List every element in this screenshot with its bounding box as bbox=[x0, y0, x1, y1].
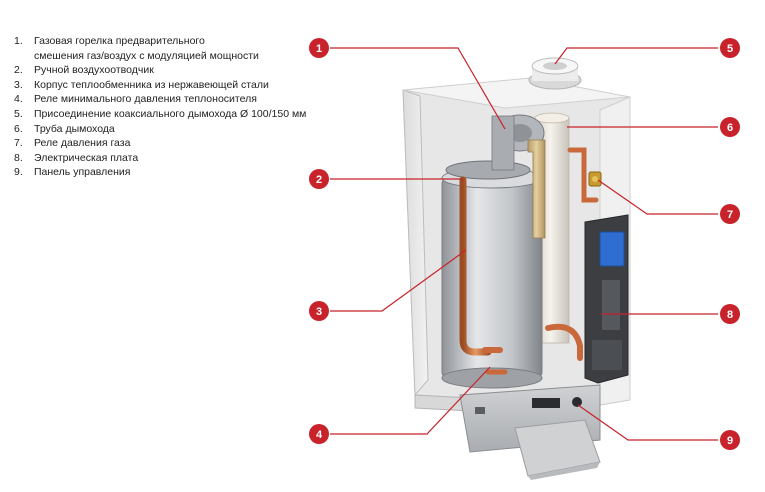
leader-line-4 bbox=[330, 366, 491, 435]
leader-line-5 bbox=[554, 47, 718, 65]
leader-lines bbox=[330, 47, 718, 441]
component-legend: 1. Газовая горелка предварительного смеш… bbox=[14, 34, 344, 180]
callout-7: 7 bbox=[720, 204, 740, 224]
legend-item-heat-exchanger: 3. Корпус теплообменника из нержавеющей … bbox=[14, 78, 269, 91]
leader-line-9 bbox=[577, 404, 718, 441]
svg-text:4: 4 bbox=[316, 429, 323, 441]
callout-5: 5 bbox=[720, 38, 740, 58]
leader-line-7 bbox=[597, 179, 718, 215]
callout-1: 1 bbox=[309, 38, 329, 58]
svg-text:5: 5 bbox=[727, 43, 733, 55]
callout-2: 2 bbox=[309, 169, 329, 189]
legend-item-flue-pipe: 6. Труба дымохода bbox=[14, 122, 115, 135]
callout-6: 6 bbox=[720, 117, 740, 137]
legend-item-burner: 1. Газовая горелка предварительного смеш… bbox=[14, 35, 259, 62]
legend-item-control-panel: 9. Панель управления bbox=[14, 166, 131, 179]
svg-text:7: 7 bbox=[727, 209, 733, 221]
leader-line-1 bbox=[330, 47, 506, 130]
legend-item-min-pressure-relay: 4. Реле минимального давления теплоносит… bbox=[14, 93, 257, 106]
svg-text:9: 9 bbox=[727, 435, 733, 447]
callout-3: 3 bbox=[309, 301, 329, 321]
legend-item-air-vent: 2. Ручной воздухоотводчик bbox=[14, 64, 154, 77]
svg-text:6: 6 bbox=[727, 122, 733, 134]
callout-4: 4 bbox=[309, 424, 329, 444]
legend-item-gas-pressure-relay: 7. Реле давления газа bbox=[14, 137, 131, 150]
svg-text:1: 1 bbox=[316, 43, 322, 55]
legend-item-electric-board: 8. Электрическая плата bbox=[14, 151, 139, 164]
svg-text:8: 8 bbox=[727, 309, 733, 321]
svg-text:3: 3 bbox=[316, 306, 322, 318]
svg-text:2: 2 bbox=[316, 174, 322, 186]
callout-9: 9 bbox=[720, 430, 740, 450]
leader-line-3 bbox=[330, 249, 467, 312]
callout-8: 8 bbox=[720, 304, 740, 324]
legend-item-flue-connection: 5. Присоединение коаксиального дымохода … bbox=[14, 107, 307, 120]
gas-boiler-cutaway-image bbox=[402, 57, 631, 480]
